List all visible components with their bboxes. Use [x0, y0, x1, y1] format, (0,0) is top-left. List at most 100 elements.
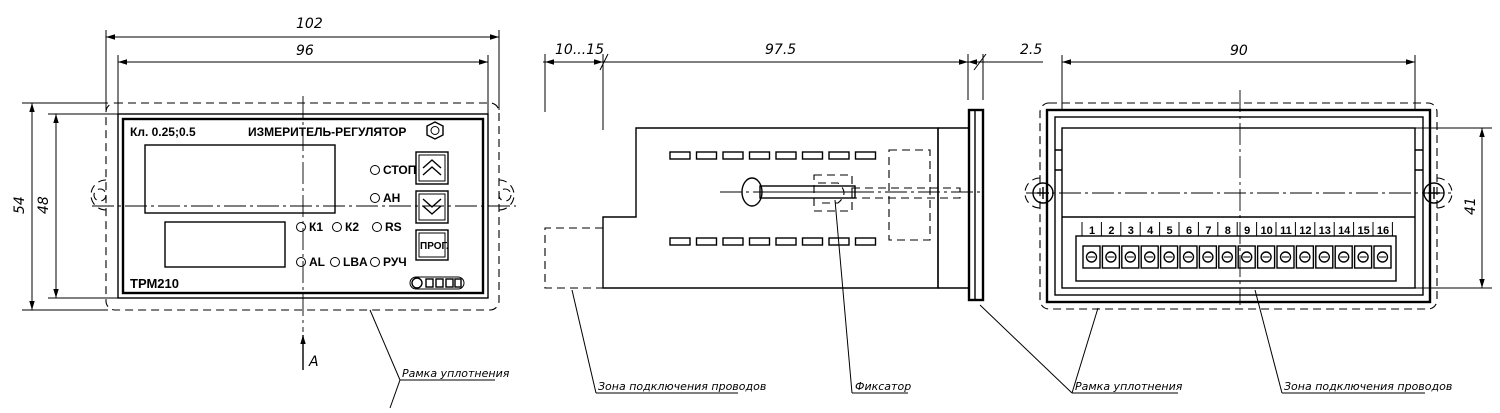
dim-outer-width: 102 — [296, 16, 323, 32]
device-title: ИЗМЕРИТЕЛЬ-РЕГУЛЯТОР — [248, 125, 406, 139]
terminal-screw-icon — [1163, 251, 1175, 263]
wire-zone-outline — [544, 227, 603, 289]
terminal-clamp — [1218, 245, 1237, 269]
vent-slot — [695, 237, 718, 246]
terminal-clamp — [1256, 245, 1276, 269]
vent-slot — [854, 151, 877, 160]
front-view: 102 96 54 48 Кл. 0.25;0.5 ИЗМЕРИТЕЛЬ-РЕГ… — [12, 16, 516, 409]
led-ruch — [370, 257, 380, 267]
view-arrow-label: А — [308, 354, 319, 370]
terminal-clamp — [1198, 245, 1218, 269]
dim-outer-height: 54 — [12, 196, 28, 214]
vent-slot — [669, 237, 691, 246]
terminal-number: 3 — [1128, 225, 1134, 237]
dim-rear-width: 90 — [1230, 43, 1248, 59]
rear-seal-frame-callout: Рамка уплотнения — [1075, 380, 1183, 393]
led-stop — [370, 165, 380, 175]
indicator-rs-label: RS — [385, 220, 402, 234]
vent-slot — [775, 151, 797, 160]
terminal-number: 8 — [1225, 225, 1231, 237]
terminal-screw-icon — [1337, 251, 1350, 263]
led-rs — [372, 222, 382, 232]
dim-panel-height: 48 — [36, 196, 52, 214]
terminal-number: 10 — [1260, 225, 1272, 237]
terminal-screw-icon — [1202, 251, 1214, 263]
terminal-number: 7 — [1205, 225, 1211, 237]
terminal-screw-icon — [1221, 251, 1234, 263]
side-body — [602, 127, 939, 289]
vent-slot — [801, 151, 824, 160]
prog-button[interactable]: ПРОГ. — [415, 229, 449, 261]
terminal-screw-icon — [1085, 251, 1098, 263]
indicator-al-label: AL — [309, 255, 325, 269]
terminal-clamp — [1315, 245, 1334, 269]
terminal-number: 15 — [1357, 225, 1369, 237]
terminal-screw-icon — [1143, 251, 1156, 263]
terminal-screw-icon — [1105, 251, 1117, 263]
terminal-clamp — [1237, 245, 1256, 269]
terminal-clamp — [1159, 245, 1179, 269]
dim-rear-height: 41 — [1463, 197, 1479, 215]
terminal-screw-icon — [1357, 251, 1369, 263]
terminal-clamp — [1353, 245, 1373, 269]
terminal-clamp — [1373, 245, 1392, 269]
terminal-clamp — [1179, 245, 1198, 269]
terminal-number: 12 — [1299, 225, 1311, 237]
terminal-clamp — [1140, 245, 1159, 269]
terminal-screw-icon — [1279, 251, 1292, 263]
terminal-number: 4 — [1147, 225, 1154, 237]
terminal-clamp — [1082, 245, 1101, 269]
vent-slots-top — [669, 151, 877, 160]
vent-slots-bottom — [669, 237, 877, 246]
vent-slot — [669, 151, 691, 160]
upper-display — [144, 144, 336, 214]
vent-slot — [775, 237, 797, 246]
up-button[interactable] — [415, 151, 449, 185]
rear-wire-zone-callout: Зона подключения проводов — [1284, 380, 1452, 393]
terminal-block — [1075, 235, 1397, 282]
terminal-clamp — [1276, 245, 1295, 269]
terminal-number: 9 — [1244, 225, 1250, 237]
terminal-number: 14 — [1338, 225, 1351, 237]
lower-display — [164, 221, 286, 268]
terminal-screw-icon — [1182, 251, 1195, 263]
seal-frame-callout: Рамка уплотнения — [402, 367, 510, 380]
terminal-number: 2 — [1108, 225, 1114, 237]
indicator-an-label: АН — [383, 191, 400, 205]
terminal-screw-icon — [1124, 251, 1137, 263]
down-button[interactable] — [415, 190, 449, 224]
latch-outline — [813, 149, 961, 241]
vent-slot — [748, 151, 771, 160]
terminal-screw-icon — [1376, 251, 1389, 263]
latch-callout: Фиксатор — [855, 380, 911, 393]
led-k2 — [332, 222, 342, 232]
terminal-number: 5 — [1167, 225, 1173, 237]
side-view: 10...15 97.5 2.5 — [543, 42, 1043, 394]
rear-seal-frame — [1039, 102, 1438, 310]
vent-slot — [695, 151, 718, 160]
terminal-number: 1 — [1089, 225, 1095, 237]
side-flange — [967, 108, 985, 302]
terminal-clamp — [1101, 245, 1121, 269]
terminal-clamp — [1295, 245, 1315, 269]
vent-slot — [722, 151, 744, 160]
brand-logo — [409, 276, 465, 290]
led-al — [296, 257, 306, 267]
led-lba — [330, 257, 340, 267]
terminal-number: 6 — [1186, 225, 1192, 237]
terminal-number: 13 — [1319, 225, 1331, 237]
model-name: ТРМ210 — [130, 276, 179, 291]
terminal-screw-icon — [1318, 251, 1331, 263]
led-k1 — [296, 222, 306, 232]
indicator-lba-label: LBA — [343, 255, 368, 269]
vent-slot — [748, 237, 771, 246]
wire-zone-callout: Зона подключения проводов — [598, 380, 766, 393]
vent-slot — [801, 237, 824, 246]
vent-slot — [828, 151, 850, 160]
dim-wire-zone: 10...15 — [555, 42, 604, 58]
terminal-clamp — [1334, 245, 1353, 269]
terminal-number: 16 — [1377, 225, 1389, 237]
